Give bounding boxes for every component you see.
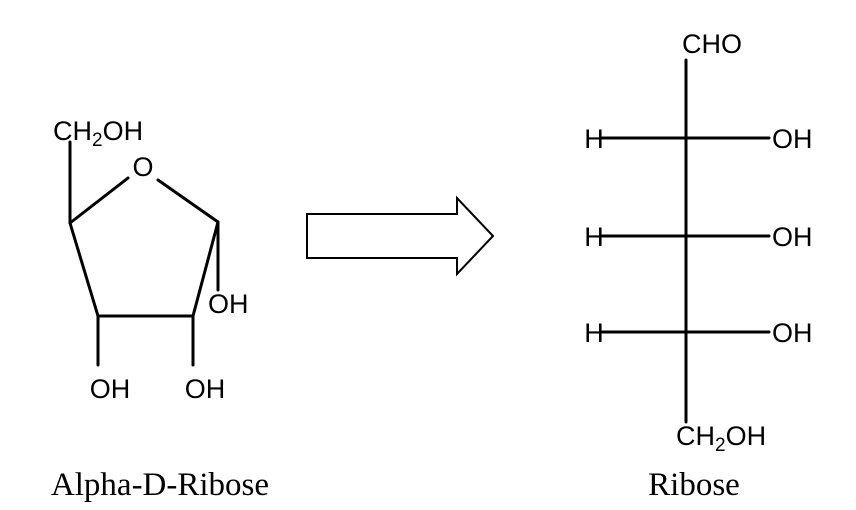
c2-oh-label: OH [185, 374, 226, 404]
row3-h-label: H [584, 318, 604, 348]
row2-oh-label: OH [772, 222, 813, 252]
ribose-caption: Ribose [648, 467, 740, 503]
alpha-d-ribose-structure: CH2OH O OH OH OH Alpha-D-Ribose [51, 116, 269, 503]
ch2oh-bottom-label: CH2OH [676, 421, 766, 456]
ring-oxygen-label: O [132, 152, 153, 182]
row3-oh-label: OH [772, 318, 813, 348]
row2-h-label: H [584, 222, 604, 252]
c1-oh-label: OH [208, 289, 249, 319]
cho-label: CHO [682, 29, 742, 59]
c4-o-bond [68, 176, 130, 225]
o-c1-bond [156, 178, 220, 224]
c3-oh-label: OH [90, 374, 131, 404]
ch2oh-label: CH2OH [53, 116, 143, 151]
row1-h-label: H [584, 124, 604, 154]
ribose-fischer-structure: CHO H OH H OH H OH CH2OH Ribose [584, 29, 812, 503]
alpha-d-ribose-caption: Alpha-D-Ribose [51, 467, 269, 503]
conversion-arrow [306, 195, 495, 277]
row1-oh-label: OH [772, 124, 813, 154]
c1-c2-bond [191, 220, 220, 318]
c3-c4-bond [68, 221, 100, 318]
